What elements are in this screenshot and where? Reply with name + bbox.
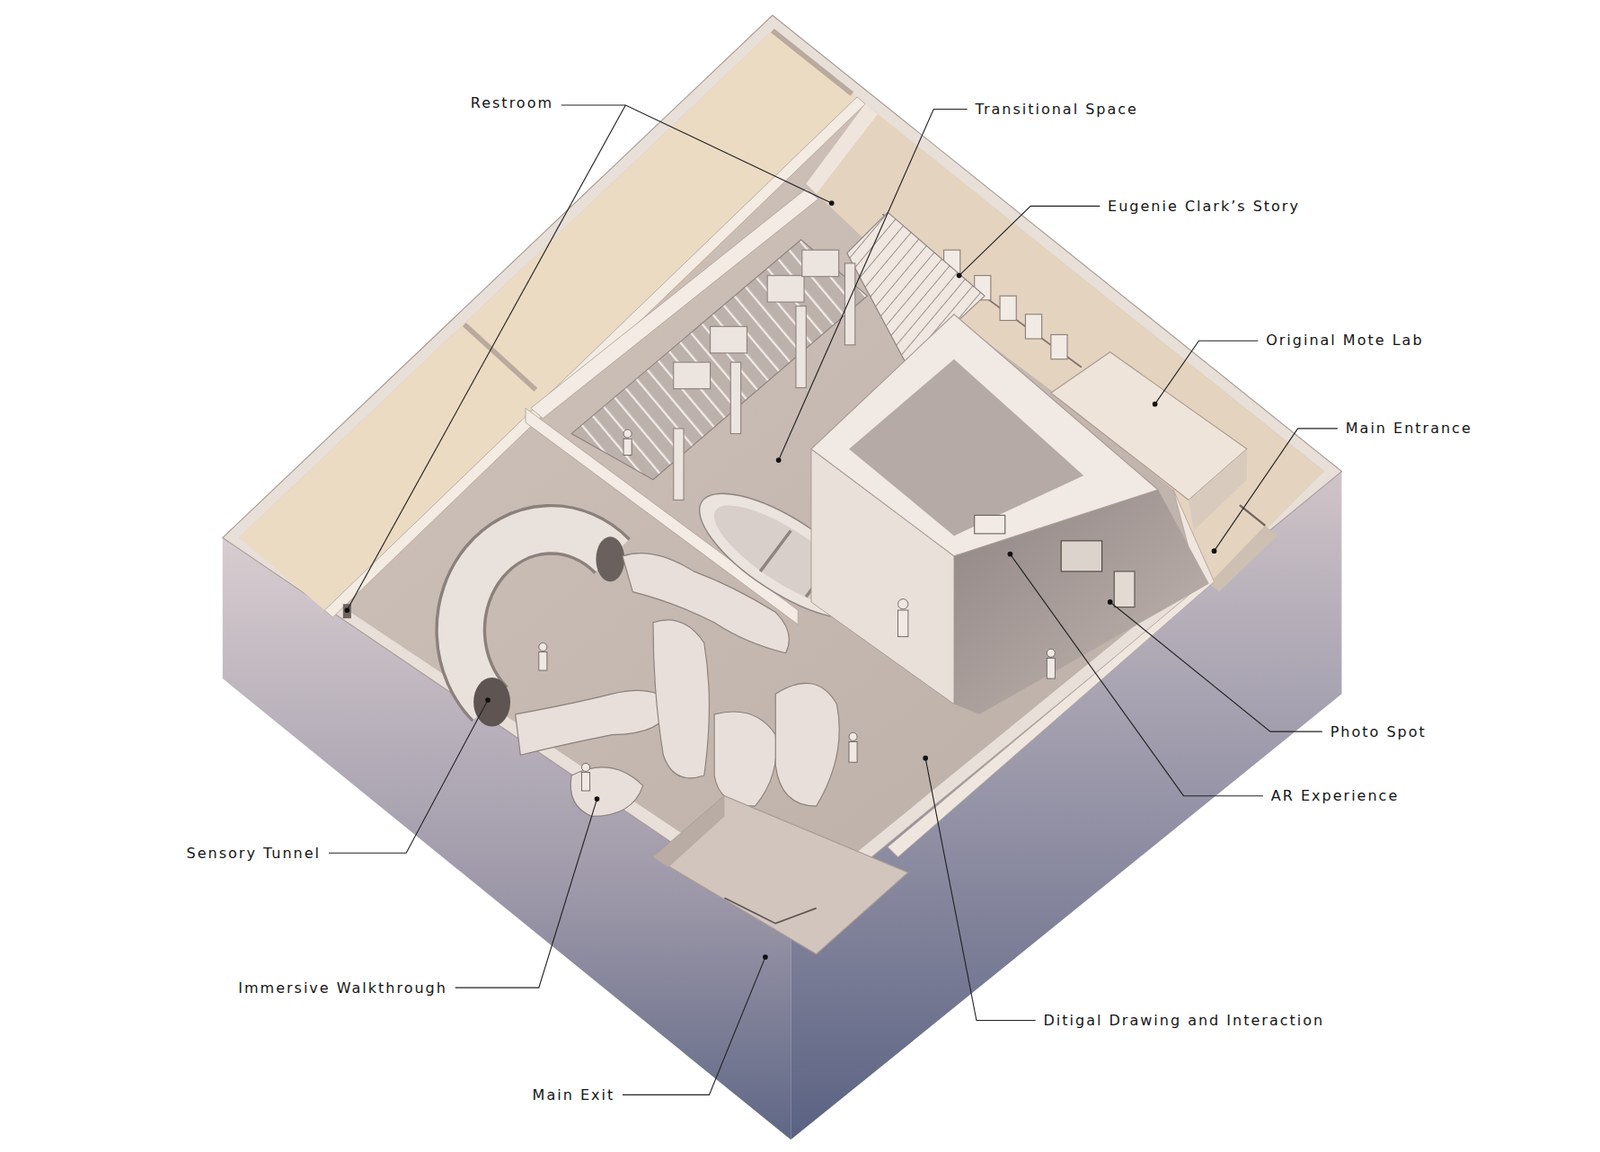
leader-lines (328, 105, 1338, 1095)
callout-label: Ditigal Drawing and Interaction (1041, 1010, 1328, 1030)
drawing-part (561, 105, 832, 204)
drawing-part (848, 742, 858, 763)
drawing-part (802, 249, 840, 277)
drawing-part (1113, 571, 1135, 608)
drawing-part (653, 795, 909, 955)
drawing-part (762, 954, 769, 960)
callout-label: Sensory Tunnel (184, 843, 324, 863)
drawing-part (974, 514, 1006, 533)
callout-label: Original Mote Lab (1263, 330, 1426, 350)
drawing-part (730, 362, 741, 434)
drawing-part (1211, 548, 1218, 554)
drawing-part (1051, 334, 1068, 359)
callout-label: Immersive Walkthrough (235, 978, 451, 998)
drawing-part (595, 536, 625, 582)
drawing-part (623, 438, 632, 455)
drawing-part (1046, 657, 1055, 679)
drawing-part (238, 30, 1325, 906)
drawing-part (714, 711, 777, 806)
ar-room (811, 314, 1210, 715)
callout-label: Photo Spot (1327, 722, 1430, 742)
drawing-part (539, 652, 548, 671)
drawing-part (464, 324, 536, 390)
drawing-part (999, 295, 1017, 320)
drawing-part (1155, 340, 1259, 404)
drawing-part (673, 428, 684, 500)
drawing-part (344, 607, 350, 613)
drawing-part (1188, 449, 1247, 531)
drawing-part (581, 762, 590, 771)
drawing-part (460, 529, 613, 704)
drawing-part (570, 767, 643, 817)
drawing-part (1009, 554, 1264, 796)
drawing-part (653, 619, 709, 778)
drawing-part (222, 15, 1343, 924)
drawing-part (925, 758, 1036, 1021)
drawing-part (772, 30, 853, 94)
drawing-part (775, 682, 840, 806)
drawing-part (898, 609, 909, 637)
drawing-part (473, 677, 511, 727)
drawing-part (829, 200, 835, 206)
visitor-figures (539, 429, 1056, 791)
drawing-part (1007, 551, 1014, 557)
exit-vestibule (653, 795, 909, 955)
building-shell (222, 15, 1343, 1140)
drawing-part (539, 642, 548, 651)
drawing-part (710, 326, 748, 354)
drawing-part (515, 689, 674, 755)
drawing-part (805, 104, 877, 195)
drawing-part (1209, 525, 1278, 593)
drawing-part (673, 362, 711, 389)
drawing-part (844, 263, 855, 345)
drawing-part (343, 603, 352, 619)
drawing-part (346, 105, 626, 610)
drawing-part (485, 697, 491, 703)
drawing-part (954, 489, 1210, 715)
immersive-rocks (515, 553, 840, 817)
callout-label: Restroom (468, 93, 557, 113)
drawing-part (581, 772, 590, 791)
drawing-part (848, 359, 1084, 536)
drawing-part (922, 755, 929, 761)
drawing-part (795, 306, 806, 389)
drawing-part (622, 553, 789, 654)
drawing-part (455, 798, 598, 988)
drawing-part (776, 457, 782, 463)
drawing-part (594, 795, 601, 802)
callout-label: Transitional Space (972, 99, 1141, 119)
drawing-part (460, 529, 613, 704)
drawing-part (1214, 428, 1338, 551)
drawing-part (1060, 540, 1102, 572)
drawing-part (848, 732, 858, 741)
drawing-part (767, 275, 805, 303)
drawing-part (622, 956, 766, 1095)
drawing-part (778, 109, 968, 461)
callout-label: Main Entrance (1343, 418, 1476, 438)
drawing-part (328, 699, 488, 853)
drawing-part (811, 314, 1159, 557)
drawing-part (1110, 601, 1323, 732)
drawing-part (959, 205, 1101, 275)
drawing-part (1107, 599, 1114, 605)
exhibit-walls (525, 188, 1214, 858)
leader-dots (344, 200, 1217, 960)
callout-label: AR Experience (1268, 786, 1402, 805)
drawing-part (724, 897, 816, 923)
callout-label: Main Exit (530, 1085, 619, 1105)
drawing-part (1152, 401, 1159, 407)
drawing-part (623, 429, 632, 438)
drawing-part (898, 599, 909, 610)
drawing-part (760, 530, 791, 571)
drawing-part (956, 273, 963, 279)
callout-label: Eugenie Clark’s Story (1104, 196, 1303, 216)
drawing-part (1025, 314, 1042, 339)
drawing-part (653, 795, 725, 867)
drawing-part (1046, 648, 1055, 657)
